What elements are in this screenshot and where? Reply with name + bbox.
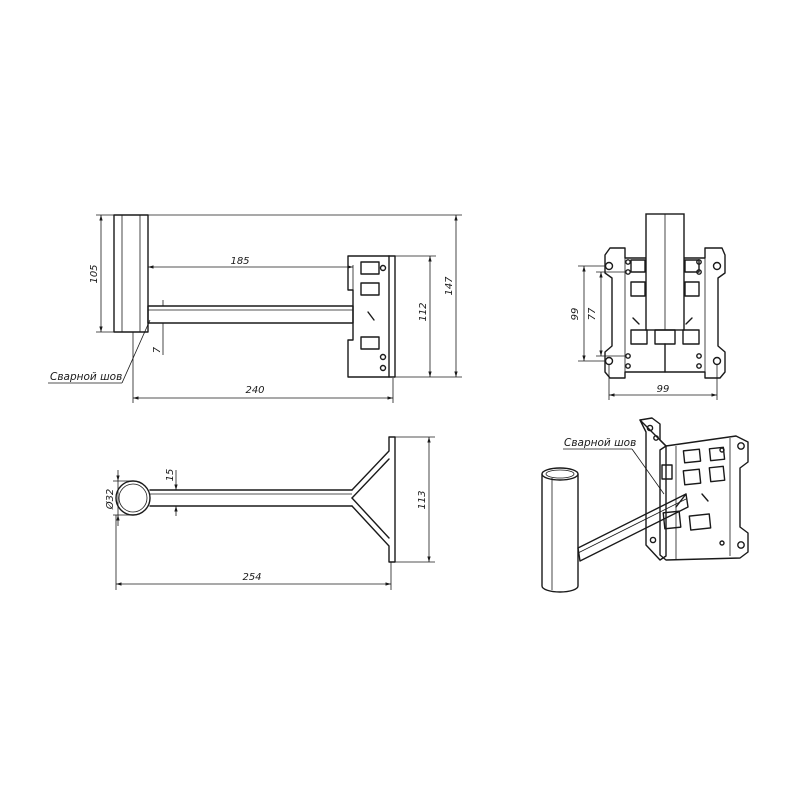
front-view: 99 77 99 [570,213,726,400]
dim-hole-outer: 99 [570,308,581,321]
arm-tube [147,305,354,324]
dim-arm-length: 185 [230,256,249,267]
dim-tube-height: 105 [89,264,100,283]
dim-plate-width: 113 [417,490,428,509]
weld-label-side: Сварной шов [50,371,122,383]
dim-diameter: Ø32 [104,489,116,511]
dim-plate-height: 112 [418,302,429,321]
mast-tube [113,214,149,333]
dim-offset: 7 [152,346,163,353]
isometric-view: Сварной шов [541,417,749,593]
weld-label-iso: Сварной шов [564,437,636,449]
dim-width-front: 99 [657,384,670,395]
side-view: 240 185 105 147 112 7 Сварной шов [48,214,462,403]
dim-width-overall: 240 [245,385,264,396]
dim-length-top: 254 [242,572,261,583]
top-view: Ø32 15 254 113 [104,436,435,590]
mast-tube-top [115,480,151,516]
arm-iso [577,493,689,562]
mast-tube-iso [541,473,579,593]
dim-total-height: 147 [444,276,455,296]
wall-plate-side [347,255,396,378]
wall-plate-front [604,247,726,379]
wall-plate-iso [659,435,749,561]
dim-hole-inner: 77 [587,307,598,320]
dim-arm-thickness: 15 [165,469,176,482]
v-plate-top [351,436,396,563]
